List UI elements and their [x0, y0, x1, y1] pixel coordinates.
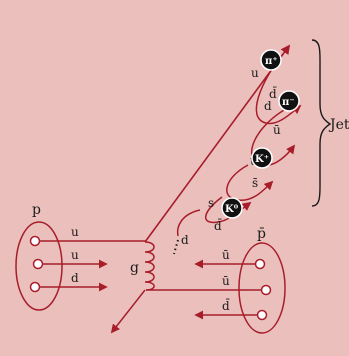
- jet-antiquark-dbar: d̄: [269, 85, 277, 101]
- antiproton-label: p̄: [257, 226, 266, 242]
- hadron-k-zero-label: K⁰: [225, 204, 239, 215]
- hadron-pi-plus: π⁺: [260, 49, 282, 71]
- jet-quark-u: u: [251, 66, 259, 80]
- d-quark-fragment: [176, 209, 201, 237]
- antiquark-label-d: d̄: [222, 297, 230, 313]
- d-quark-label: d: [181, 233, 189, 247]
- quark-label-d: d: [71, 271, 79, 285]
- jet-antiquark-sbar: s̄: [252, 176, 258, 190]
- jet-brace: [311, 39, 332, 207]
- quark-label-u2: u: [71, 248, 79, 262]
- jet-quark-d: d: [264, 99, 272, 113]
- antiproton-right: p̄ ū ū d̄: [146, 226, 286, 334]
- proton-left-label: p: [32, 202, 41, 218]
- jet-antiquark-ubar: ū: [273, 123, 281, 137]
- quark-dot: [29, 281, 41, 293]
- antiproton-right-outline: [238, 242, 286, 334]
- hadron-k-plus: K⁺: [251, 147, 273, 169]
- gluon: g: [130, 241, 155, 291]
- jet-label: Jet: [328, 117, 349, 133]
- quark-label-u1: u: [71, 225, 79, 239]
- antiquark-label-u2: ū: [222, 274, 230, 288]
- antiquark-dot: [254, 258, 266, 270]
- jet-quark-s: s: [208, 196, 214, 210]
- quark-dot: [29, 235, 41, 247]
- fragmentation-loop: [255, 54, 302, 125]
- gluon-coil: [144, 241, 155, 291]
- antiquark-dot: [256, 309, 268, 321]
- hadron-k-plus-label: K⁺: [255, 154, 269, 165]
- recoil-line: [110, 289, 146, 334]
- quark-dot: [32, 258, 44, 270]
- hadron-pi-minus-label: π⁻: [282, 97, 295, 108]
- hadron-k-zero: K⁰: [221, 197, 243, 219]
- proton-left-outline: [15, 221, 63, 311]
- gluon-label: g: [130, 260, 139, 276]
- antiquark-dot: [260, 284, 272, 296]
- jet-quark-line: [144, 44, 291, 243]
- proton-left: p u u d: [15, 202, 145, 311]
- antiquark-label-u1: ū: [222, 248, 230, 262]
- jet-antiquark-dbar2: d̄: [214, 217, 222, 233]
- hadron-pi-minus: π⁻: [278, 90, 300, 112]
- hadron-pi-plus-label: π⁺: [265, 56, 278, 67]
